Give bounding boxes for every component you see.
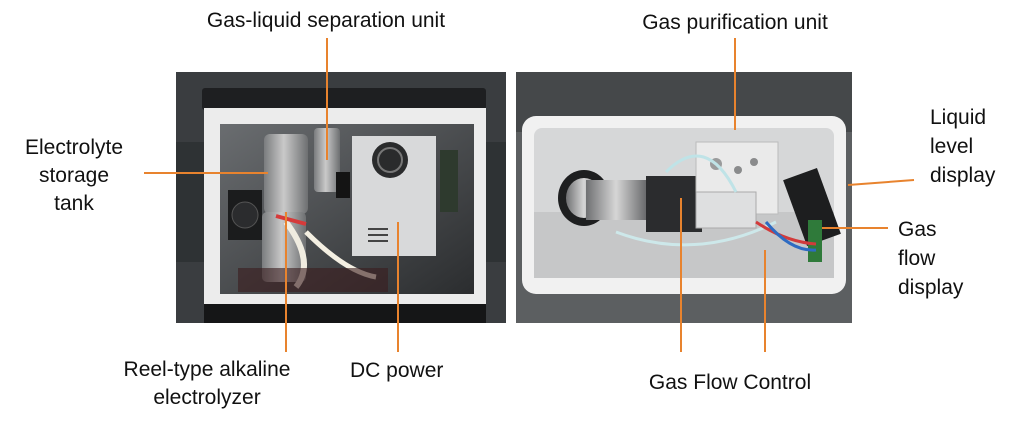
leader-liquid-level — [847, 179, 915, 186]
label-electrolyte-storage-tank: Electrolyte storage tank — [24, 136, 124, 215]
purification-interior-illustration — [516, 72, 852, 323]
electrolyzer-interior-photo — [176, 72, 506, 323]
label-reel-type-alkaline-electrolyzer: Reel-type alkaline electrolyzer — [123, 358, 291, 409]
label-liquid-level-display: Liquid level display — [930, 106, 996, 187]
label-gas-flow-display: Gas flow display — [898, 218, 964, 299]
label-gas-flow-control: Gas Flow Control — [648, 371, 812, 394]
electrolyzer-interior-illustration — [176, 72, 506, 323]
purification-interior-photo — [516, 72, 852, 323]
label-gas-liquid-separation-unit: Gas-liquid separation unit — [206, 9, 446, 32]
label-dc-power: DC power — [350, 359, 444, 382]
label-gas-purification-unit: Gas purification unit — [642, 11, 828, 34]
